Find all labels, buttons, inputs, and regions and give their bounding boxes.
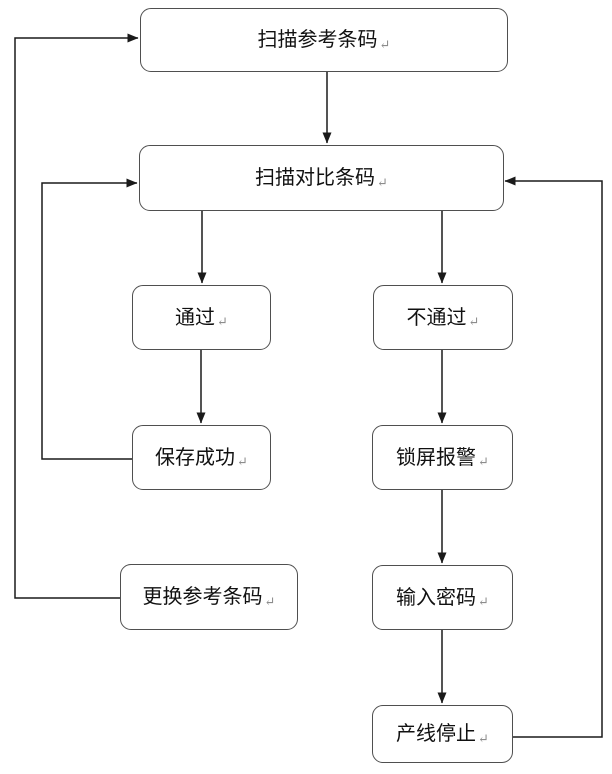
paragraph-mark: ↵ bbox=[379, 36, 391, 52]
edge-save-success-to-scan-compare bbox=[41, 178, 138, 460]
node-enter-password-label: 输入密码 bbox=[396, 586, 477, 609]
node-save-success: 保存成功↵ bbox=[132, 425, 271, 490]
node-scan-compare-label: 扫描对比条码 bbox=[255, 167, 376, 189]
node-fail: 不通过↵ bbox=[373, 285, 513, 350]
paragraph-mark: ↵ bbox=[217, 314, 228, 329]
node-scan-reference-label: 扫描参考条码 bbox=[257, 29, 378, 51]
paragraph-mark: ↵ bbox=[237, 454, 248, 469]
edge-replace-reference-to-scan-reference bbox=[14, 33, 139, 599]
node-pass-label: 通过 bbox=[175, 306, 216, 329]
node-line-stop: 产线停止↵ bbox=[372, 705, 513, 763]
paragraph-mark: ↵ bbox=[478, 730, 489, 746]
node-enter-password: 输入密码↵ bbox=[372, 565, 513, 630]
paragraph-mark: ↵ bbox=[478, 454, 489, 469]
edge-line-stop-to-scan-compare bbox=[504, 176, 603, 738]
node-fail-label: 不通过 bbox=[406, 306, 467, 329]
node-replace-reference: 更换参考条码↵ bbox=[120, 564, 298, 630]
node-scan-compare: 扫描对比条码↵ bbox=[139, 145, 504, 211]
node-lock-alarm: 锁屏报警↵ bbox=[372, 425, 513, 490]
node-lock-alarm-label: 锁屏报警 bbox=[396, 446, 477, 469]
paragraph-mark: ↵ bbox=[478, 594, 489, 609]
node-pass: 通过↵ bbox=[132, 285, 271, 350]
paragraph-mark: ↵ bbox=[377, 174, 388, 190]
node-replace-reference-label: 更换参考条码 bbox=[142, 586, 263, 608]
paragraph-mark: ↵ bbox=[264, 593, 276, 609]
node-save-success-label: 保存成功 bbox=[155, 446, 236, 469]
paragraph-mark: ↵ bbox=[468, 314, 480, 329]
node-line-stop-label: 产线停止 bbox=[396, 723, 477, 745]
node-scan-reference: 扫描参考条码↵ bbox=[140, 8, 508, 72]
